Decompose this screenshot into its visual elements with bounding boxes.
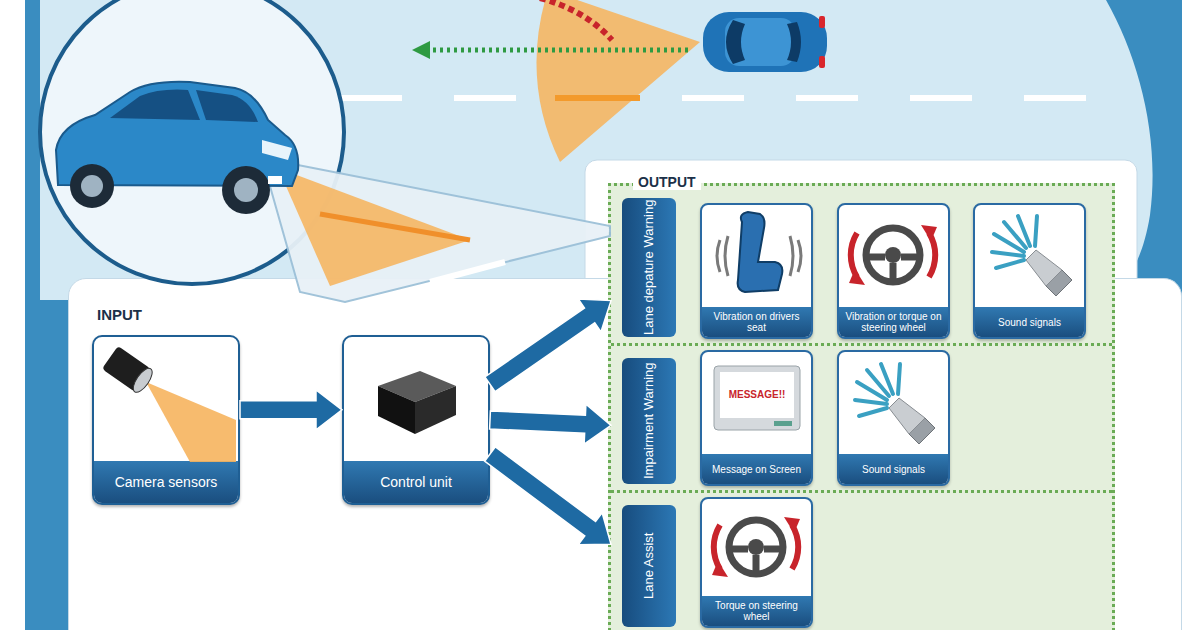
output-item-box: Vibration on drivers seat xyxy=(700,203,813,339)
box-label: Camera sensors xyxy=(94,461,238,503)
car-wheel xyxy=(222,166,270,214)
panel-heading: INPUT xyxy=(97,306,142,323)
monitor-tray xyxy=(774,421,792,426)
road-plane xyxy=(262,158,610,302)
item-label: Message on Screen xyxy=(702,454,811,484)
control-unit-side xyxy=(415,386,456,434)
row-label: Lane Assist xyxy=(622,505,676,627)
speaker-icon xyxy=(992,216,1072,296)
car-roof xyxy=(725,18,795,66)
lane-marking xyxy=(430,262,505,282)
car-headlight xyxy=(262,140,292,160)
item-label: Vibration on drivers seat xyxy=(702,307,811,337)
row-label: Lane depature Warning xyxy=(622,198,676,337)
row-label: Impairment Warning xyxy=(622,358,676,484)
seat-icon xyxy=(738,212,783,292)
output-item-box: Vibration or torque on steering wheel xyxy=(837,203,950,339)
camera-body xyxy=(102,346,151,392)
output-frame xyxy=(585,160,1137,630)
output-item-box: Sound signals xyxy=(837,350,950,486)
control-unit-front xyxy=(378,386,415,434)
flow-arrow xyxy=(240,390,342,430)
camera-lens xyxy=(130,365,156,395)
monitor-screen xyxy=(720,372,794,418)
lane-marking xyxy=(340,95,1110,101)
output-panel: OUTPUTLane depature WarningVibration on … xyxy=(608,183,1115,630)
output-item-box: Sound signals xyxy=(973,203,1086,339)
box-label: Control unit xyxy=(344,461,488,503)
item-label: Torque on steering wheel xyxy=(702,596,811,626)
detail-circle xyxy=(40,0,344,284)
lane-marking-detected xyxy=(555,95,640,101)
speaker-icon xyxy=(855,364,935,444)
item-label: Sound signals xyxy=(975,307,1084,337)
panel-heading: OUTPUT xyxy=(633,174,701,190)
car-wheel-rim xyxy=(234,178,258,202)
car-body xyxy=(703,12,827,72)
car-window xyxy=(110,90,200,120)
flow-arrow xyxy=(485,299,611,392)
car-rear-window xyxy=(787,22,801,62)
car-windshield xyxy=(726,20,745,64)
output-item-box: Torque on steering wheel xyxy=(700,497,813,628)
vibration-lines xyxy=(717,236,801,276)
camera-view-cone xyxy=(278,168,470,286)
travel-path xyxy=(428,48,688,53)
steering-wheel-icon xyxy=(712,517,800,577)
control-unit-top xyxy=(378,371,456,402)
output-row: Lane AssistTorque on steering wheel xyxy=(611,490,1112,630)
car-sensor xyxy=(268,176,282,184)
steering-wheel-icon xyxy=(849,225,937,285)
output-item-box: Message on Screen xyxy=(700,350,813,486)
camera-cone xyxy=(146,382,236,462)
control-unit-box: Control unit xyxy=(342,335,490,505)
item-label: Sound signals xyxy=(839,454,948,484)
flow-arrow xyxy=(485,447,611,545)
car-wheel xyxy=(70,164,114,208)
car-tail-light xyxy=(819,16,825,28)
flow-arrow xyxy=(490,404,611,444)
car-wheel-rim xyxy=(81,175,103,197)
car-body xyxy=(56,82,298,186)
sensor-box: Camera sensors xyxy=(92,335,240,505)
output-row: Impairment WarningMessage on Screen Sound… xyxy=(611,343,1112,490)
monitor-icon xyxy=(714,366,800,430)
car-window xyxy=(196,90,258,122)
item-label: Vibration or torque on steering wheel xyxy=(839,307,948,337)
car-tail-light xyxy=(819,56,825,68)
sensor-cone xyxy=(536,0,700,162)
output-row: Lane depature WarningVibration on driver… xyxy=(611,186,1112,343)
lane-marking-detected xyxy=(320,214,470,240)
travel-arrowhead xyxy=(412,41,430,59)
departure-path xyxy=(540,0,612,40)
